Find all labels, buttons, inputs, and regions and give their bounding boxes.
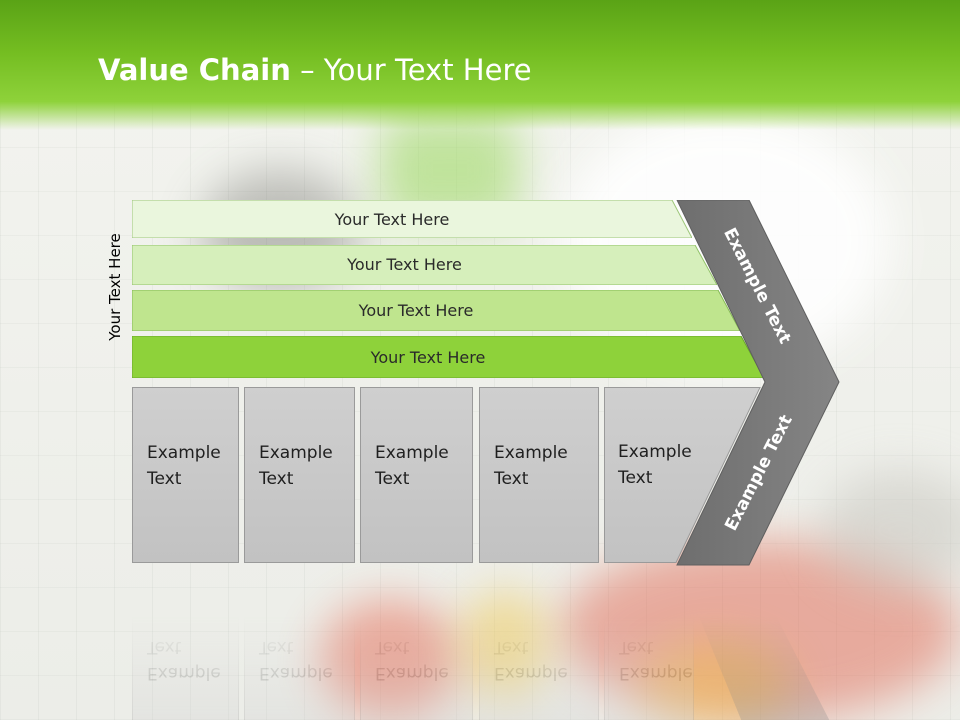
page-title: Value Chain – Your Text Here xyxy=(98,53,532,87)
bar-label: Your Text Here xyxy=(334,209,450,229)
photo-tool xyxy=(820,470,960,590)
bar-label: Your Text Here xyxy=(370,347,486,367)
box-text-line2: Text xyxy=(375,469,410,489)
box-text-line1: Example xyxy=(259,443,333,463)
bar-shape xyxy=(132,336,764,378)
bar-3[interactable]: Your Text Here xyxy=(132,290,740,331)
bar-1[interactable]: Your Text Here xyxy=(132,200,692,238)
title-rest: – Your Text Here xyxy=(290,53,532,87)
box-text-line1: Example xyxy=(375,443,449,463)
bar-label: Your Text Here xyxy=(347,254,462,274)
title-bold: Value Chain xyxy=(98,53,291,87)
box-text-line2: Text xyxy=(259,469,294,489)
side-label: Your Text Here xyxy=(106,233,124,341)
bar-shape xyxy=(132,245,717,285)
box-text-line2: Text xyxy=(618,468,653,488)
bar-shape xyxy=(132,290,740,331)
box-text-line1: Example xyxy=(618,442,692,462)
bar-label: Your Text Here xyxy=(358,301,474,320)
box-shape xyxy=(604,387,761,563)
box-text-line1: Example xyxy=(494,443,568,463)
bar-4[interactable]: Your Text Here xyxy=(132,336,764,378)
header-band: Value Chain – Your Text Here xyxy=(0,0,960,130)
bar-shape xyxy=(132,200,692,238)
box-text-line2: Text xyxy=(147,469,182,489)
box-text-line2: Text xyxy=(494,469,529,489)
value-chevron[interactable]: Example Text Example Text xyxy=(675,199,845,570)
photo-screwdriver xyxy=(320,600,460,720)
bar-2[interactable]: Your Text Here xyxy=(132,245,717,285)
photo-handle xyxy=(640,640,790,720)
chevron-shape xyxy=(676,199,840,566)
photo-handle-2 xyxy=(460,590,550,700)
box-text-line1: Example xyxy=(147,443,221,463)
